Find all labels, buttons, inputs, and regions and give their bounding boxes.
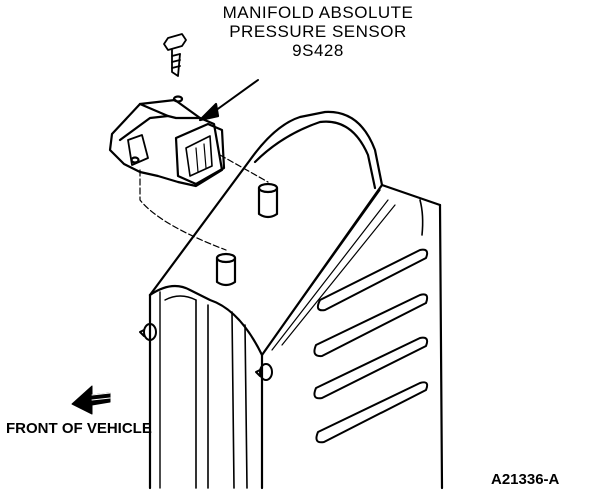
callout-line-2: PRESSURE SENSOR: [229, 22, 407, 41]
callout-line-1: MANIFOLD ABSOLUTE: [222, 3, 414, 22]
figure-id-label: A21336-A: [491, 471, 560, 488]
mounting-stud-right: [257, 182, 279, 219]
map-sensor: [108, 95, 226, 188]
front-direction-arrow-icon: [71, 385, 111, 415]
callout-part-number: 9S428: [292, 41, 344, 60]
manifold-slots: [313, 248, 429, 444]
sensor-bolt: [163, 33, 187, 77]
leader-arrow: [198, 79, 259, 122]
front-of-vehicle-label: FRONT OF VEHICLE: [6, 420, 152, 437]
intake-manifold: [148, 110, 444, 490]
corner-bolts: [139, 323, 273, 381]
mounting-stud-left: [215, 252, 237, 287]
sensor-callout-label: MANIFOLD ABSOLUTE PRESSURE SENSOR 9S428: [198, 3, 438, 60]
alignment-lines: [139, 154, 269, 251]
